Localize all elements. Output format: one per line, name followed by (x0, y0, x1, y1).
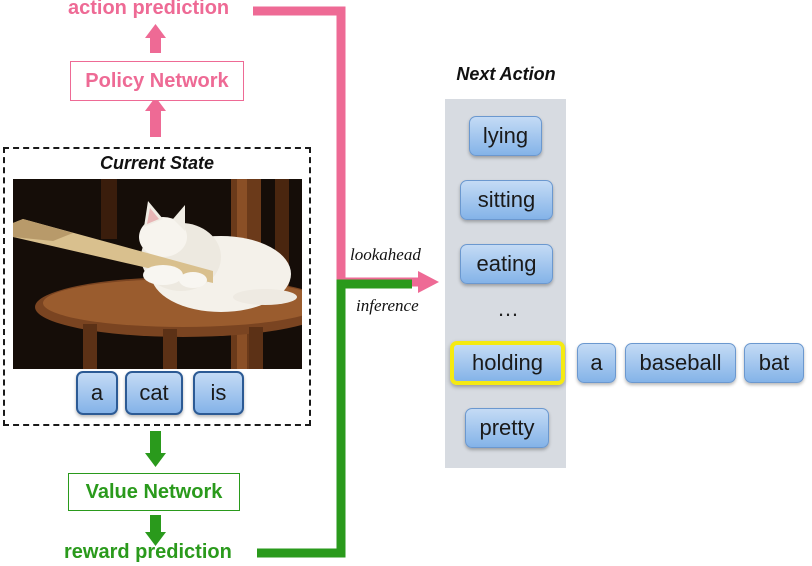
green-inference-line (257, 279, 412, 558)
lookahead-label: lookahead (350, 245, 421, 264)
value-down-arrows (145, 431, 166, 546)
continuation-word-a: a (577, 343, 616, 383)
value-network-box: Value Network (68, 473, 240, 511)
action-word-holding-selected: holding (450, 341, 565, 385)
lookahead-arrowhead (418, 271, 439, 293)
cat-photo (13, 179, 302, 369)
current-state-frame (3, 147, 311, 426)
state-word-is: is (193, 371, 244, 415)
ellipsis: … (497, 296, 519, 321)
continuation-word-bat: bat (744, 343, 804, 383)
policy-up-arrows (145, 24, 166, 137)
state-word-cat: cat (125, 371, 183, 415)
action-word-eating: eating (460, 244, 553, 284)
next-action-title: Next Action (456, 64, 556, 84)
reward-prediction-label: reward prediction (64, 541, 232, 563)
action-word-sitting: sitting (460, 180, 553, 220)
action-word-lying: lying (469, 116, 542, 156)
current-state-title: Current State (99, 153, 215, 173)
continuation-word-baseball: baseball (625, 343, 736, 383)
state-word-a: a (76, 371, 118, 415)
action-prediction-label: action prediction (68, 0, 230, 19)
inference-label: inference (356, 296, 419, 315)
action-word-pretty: pretty (465, 408, 549, 448)
policy-network-box: Policy Network (70, 61, 244, 101)
